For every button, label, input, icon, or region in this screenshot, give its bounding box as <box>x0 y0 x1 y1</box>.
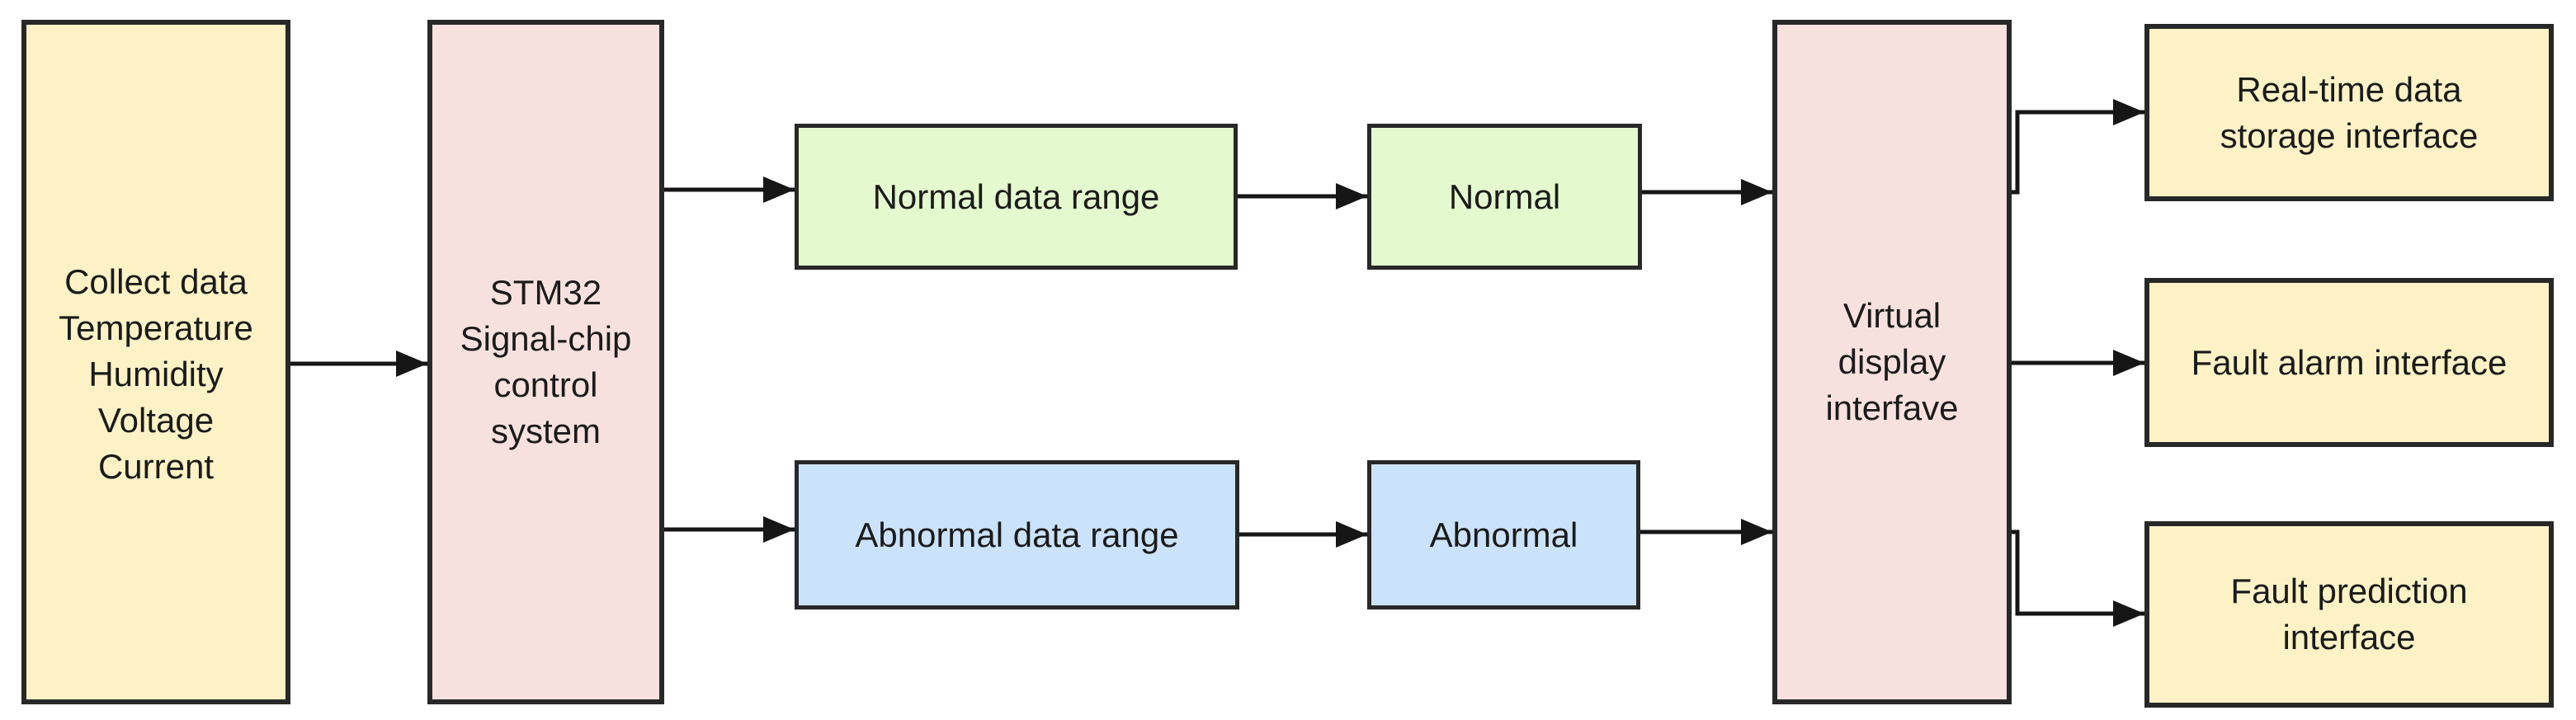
node-normal-label: Normal <box>1448 176 1561 216</box>
node-virtual-display-interface: Virtual display interfave <box>1772 20 2012 704</box>
node-abnormal: Abnormal <box>1367 460 1640 609</box>
node-fault-alarm-interface: Fault alarm interface <box>2144 278 2554 447</box>
node-collect-data-label: Collect data Temperature Humidity Voltag… <box>59 262 253 486</box>
arrow-virtual-to-storage <box>2012 99 2144 195</box>
node-alarm-label: Fault alarm interface <box>2191 342 2508 382</box>
node-prediction-label: Fault prediction interface <box>2230 572 2468 656</box>
node-abnormal-label: Abnormal <box>1429 515 1578 554</box>
node-fault-prediction-interface: Fault prediction interface <box>2144 521 2554 708</box>
node-abnormal-data-range: Abnormal data range <box>795 460 1239 609</box>
node-collect-data: Collect data Temperature Humidity Voltag… <box>21 20 290 704</box>
node-normal-data-range-label: Normal data range <box>872 176 1160 216</box>
arrow-virtual-to-prediction <box>2012 529 2144 627</box>
node-storage-label: Real-time data storage interface <box>2220 69 2479 155</box>
node-virtual-display-label: Virtual display interfave <box>1825 296 1959 427</box>
node-abnormal-data-range-label: Abnormal data range <box>855 515 1179 554</box>
node-normal-data-range: Normal data range <box>795 124 1238 270</box>
node-realtime-data-storage-interface: Real-time data storage interface <box>2144 24 2554 201</box>
node-normal: Normal <box>1367 124 1642 270</box>
node-stm32-control-system: STM32 Signal-chip control system <box>427 20 664 704</box>
node-stm32-label: STM32 Signal-chip control system <box>460 273 632 450</box>
